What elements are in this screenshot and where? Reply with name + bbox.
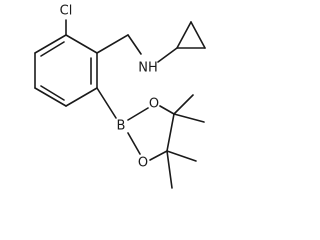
atom-cl: Cl — [60, 4, 73, 19]
bond-b-o-bottom — [127, 132, 141, 155]
bond-ring-ch2 — [96, 34, 129, 54]
atom-o-bottom: O — [138, 156, 148, 171]
atom-b: B — [117, 119, 126, 134]
bond-ring-b — [96, 87, 117, 119]
bond-ring-4 — [34, 87, 67, 107]
bond-methyl-4 — [166, 150, 173, 189]
bond-c-c-ring — [166, 113, 175, 152]
benzene-ring — [34, 34, 98, 107]
bond-ring-double-c — [40, 41, 65, 57]
bond-methyl-2 — [173, 113, 205, 123]
bond-ring-3 — [65, 87, 98, 107]
atom-nh: NH — [138, 61, 158, 76]
methyl-groups — [166, 94, 205, 189]
bond-b-o-top — [127, 107, 149, 121]
bond-n-cyclopropyl — [157, 47, 178, 63]
dioxaborolane-ring — [127, 105, 175, 161]
bond-o-top-c — [159, 105, 175, 115]
bond-ring-double-b — [40, 85, 65, 101]
structure-canvas: Cl NH B O O — [34, 3, 206, 189]
molecule-diagram: Cl NH B O O — [34, 4, 206, 189]
bond-ch2-n — [127, 34, 142, 55]
bond-cp-2 — [190, 21, 206, 49]
bond-methyl-1 — [173, 94, 194, 115]
bond-ring-1 — [65, 34, 98, 54]
bond-o-bottom-c — [149, 150, 168, 161]
bond-cp-1 — [176, 21, 192, 49]
atom-o-top: O — [149, 97, 159, 112]
bond-ring-6 — [34, 34, 67, 54]
bond-methyl-3 — [166, 150, 197, 162]
cyclopropyl-ring — [157, 21, 206, 63]
